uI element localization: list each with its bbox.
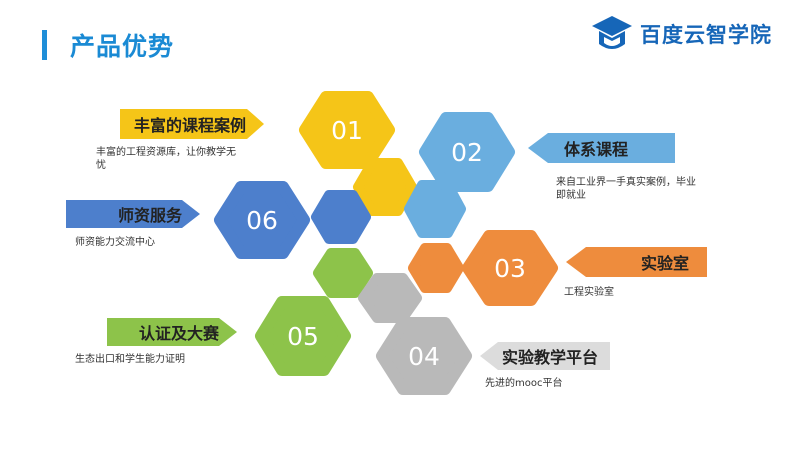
hex-number-01: 01: [331, 116, 363, 145]
hexagon-03: [462, 230, 558, 306]
item-title-05: 认证及大赛: [138, 324, 219, 343]
connector-hex-05: [313, 248, 373, 298]
item-desc-06: 师资能力交流中心: [75, 237, 155, 248]
connector-hex-03: [408, 243, 464, 293]
label-arrow-05: [107, 318, 237, 346]
label-arrow-06: [66, 200, 200, 228]
item-desc-02: 来自工业界一手真实案例，毕业即就业: [556, 177, 696, 201]
hex-number-04: 04: [408, 342, 440, 371]
connector-hex-06: [311, 190, 371, 244]
item-desc-04: 先进的mooc平台: [485, 378, 563, 389]
hexagon-02: [419, 112, 515, 192]
hex-number-02: 02: [451, 138, 483, 167]
label-arrow-03: [566, 247, 707, 277]
item-desc-05: 生态出口和学生能力证明: [75, 354, 185, 365]
brand-logo: 百度云智学院: [590, 14, 772, 54]
label-arrow-04: [480, 342, 610, 370]
hex-number-05: 05: [287, 322, 319, 351]
title-accent-bar: [42, 30, 47, 60]
item-title-02: 体系课程: [564, 140, 629, 159]
connector-hex-01: [353, 158, 417, 216]
item-title-03: 实验室: [640, 254, 689, 273]
hexagon-01: [299, 91, 395, 169]
brand-name: 百度云智学院: [640, 23, 772, 47]
item-desc-01: 丰富的工程资源库，让你教学无忧: [96, 147, 236, 171]
item-title-04: 实验教学平台: [502, 348, 599, 367]
graduation-cap-icon: [592, 16, 632, 49]
hexagon-05: [255, 296, 351, 376]
page-title: 产品优势: [70, 32, 175, 61]
item-desc-03: 工程实验室: [564, 287, 614, 298]
item-title-01: 丰富的课程案例: [133, 116, 246, 135]
label-arrow-02: [528, 133, 675, 163]
hex-number-03: 03: [494, 254, 526, 283]
label-arrow-01: [120, 109, 264, 139]
connector-hex-04: [358, 273, 422, 323]
item-title-06: 师资服务: [117, 206, 182, 225]
connector-hex-02: [404, 180, 466, 238]
hexagon-06: [214, 181, 310, 259]
hex-number-06: 06: [246, 206, 278, 235]
hexagon-04: [376, 317, 472, 395]
